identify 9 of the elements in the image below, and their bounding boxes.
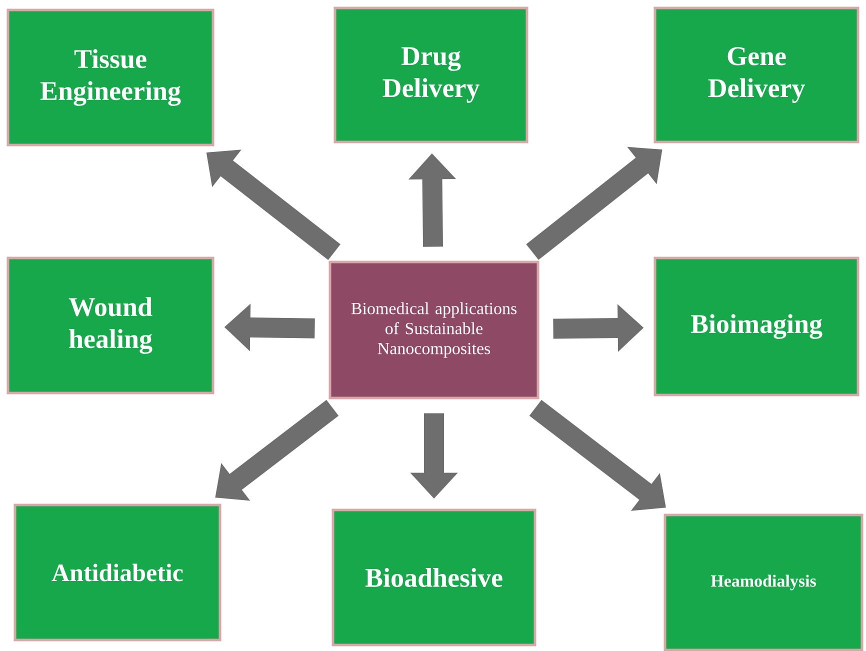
application-box: Tissue Engineering <box>6 8 214 146</box>
application-box: Antidiabetic <box>14 504 222 642</box>
application-box: Wound healing <box>6 256 214 394</box>
application-box: Bioimaging <box>654 256 860 396</box>
center-box: Biomedical applications of Sustainable Nanocomposites <box>328 260 540 400</box>
application-box: Heamodialysis <box>664 514 864 651</box>
application-box: Drug Delivery <box>334 6 528 144</box>
application-box: Bioadhesive <box>332 508 536 646</box>
application-box: Gene Delivery <box>654 6 860 144</box>
